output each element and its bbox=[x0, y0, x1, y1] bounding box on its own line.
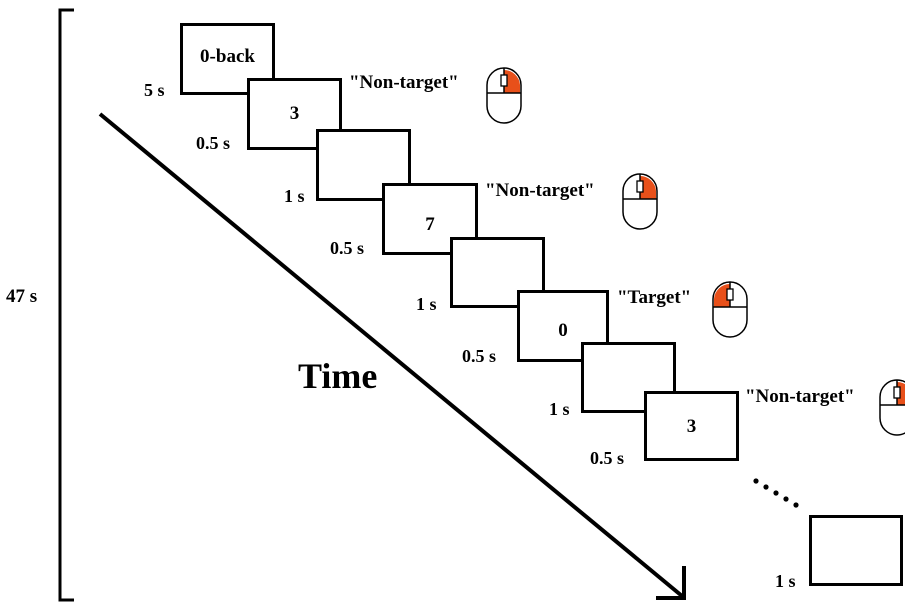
mouse-right-click-icon bbox=[879, 379, 905, 436]
dot bbox=[773, 490, 779, 496]
dot bbox=[783, 496, 789, 502]
response-label: "Non-target" bbox=[745, 386, 855, 407]
frame-duration: 1 s bbox=[284, 186, 305, 206]
frame-duration: 1 s bbox=[416, 294, 437, 314]
frame-stimulus: 3 bbox=[644, 391, 739, 461]
time-axis-label: Time bbox=[298, 356, 378, 396]
frame-duration: 1 s bbox=[549, 399, 570, 419]
frame-duration: 0.5 s bbox=[462, 346, 497, 366]
frame-text: 3 bbox=[289, 103, 300, 124]
frame-duration: 1 s bbox=[775, 571, 796, 591]
frame-duration: 0.5 s bbox=[196, 133, 231, 153]
time-arrow-head bbox=[656, 566, 686, 600]
dot bbox=[753, 478, 759, 484]
frame-text: 7 bbox=[425, 214, 435, 235]
frame-instruction: 0-back bbox=[180, 23, 275, 95]
response-label: "Target" bbox=[617, 287, 692, 308]
frame-text: 3 bbox=[686, 416, 697, 437]
frame-duration: 5 s bbox=[144, 80, 165, 100]
frame-duration: 0.5 s bbox=[330, 238, 365, 258]
frame-blank-final bbox=[809, 515, 903, 586]
mouse-right-click-icon bbox=[486, 67, 522, 124]
frame-text: 0-back bbox=[200, 46, 255, 67]
mouse-left-click-icon bbox=[712, 281, 748, 338]
continuation-dots bbox=[753, 478, 799, 508]
response-label: "Non-target" bbox=[485, 180, 595, 201]
mouse-right-click-icon bbox=[622, 173, 658, 230]
time-arrow-shaft bbox=[98, 112, 684, 598]
response-label: "Non-target" bbox=[349, 72, 459, 93]
frame-stimulus: 7 bbox=[382, 183, 478, 255]
dot bbox=[763, 484, 769, 490]
frame-blank bbox=[316, 129, 411, 201]
dot bbox=[793, 502, 799, 508]
total-duration-label: 47 s bbox=[6, 286, 38, 307]
frame-text: 0 bbox=[558, 320, 568, 341]
duration-bracket bbox=[58, 8, 74, 602]
frame-duration: 0.5 s bbox=[590, 448, 625, 468]
